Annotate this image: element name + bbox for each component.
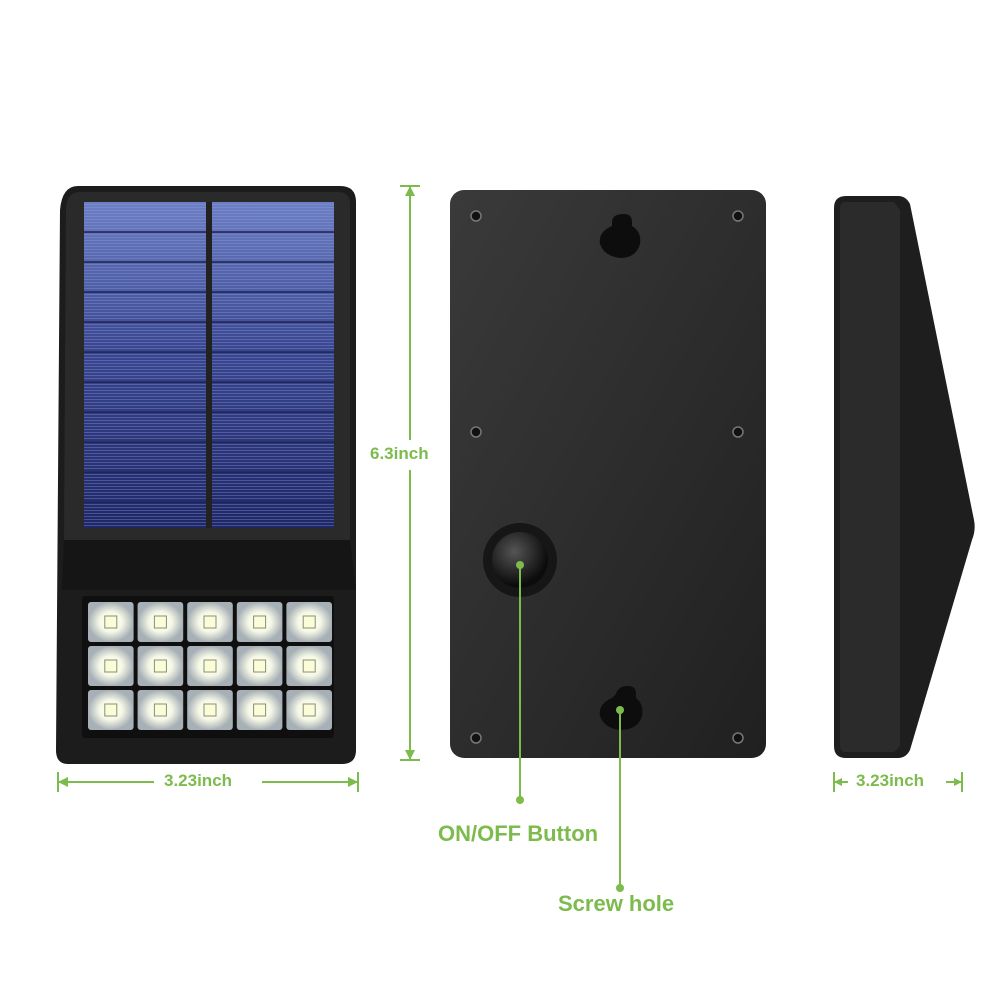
back-housing xyxy=(450,190,766,758)
height-label: 6.3inch xyxy=(370,444,429,463)
button-callout xyxy=(516,561,524,804)
led-cell xyxy=(187,690,233,730)
keyhole-top xyxy=(599,214,641,258)
screw-hole-label: Screw hole xyxy=(558,891,675,916)
led-cell xyxy=(286,602,332,642)
front-width-label: 3.23inch xyxy=(164,771,233,790)
height-dimension xyxy=(400,185,420,761)
front-view xyxy=(56,186,356,764)
led-cell xyxy=(187,646,233,686)
led-cell xyxy=(137,690,184,730)
led-cell xyxy=(187,602,233,642)
led-cell xyxy=(88,646,134,686)
front-width-dimension xyxy=(57,772,359,792)
on-off-button-label: ON/OFF Button xyxy=(438,821,599,846)
led-cell xyxy=(137,646,184,686)
side-width-dimension xyxy=(833,772,963,792)
back-view xyxy=(450,190,766,758)
led-cell xyxy=(236,646,283,686)
solar-center-bar xyxy=(206,202,212,528)
led-cell xyxy=(137,602,184,642)
led-cell xyxy=(236,690,283,730)
on-off-button[interactable] xyxy=(492,532,548,588)
led-cell xyxy=(286,646,332,686)
side-view xyxy=(834,196,975,758)
side-width-label: 3.23inch xyxy=(856,771,925,790)
led-cell xyxy=(236,602,283,642)
led-grid xyxy=(88,602,332,730)
led-cell xyxy=(88,690,134,730)
side-housing-shade xyxy=(840,202,900,752)
screw-hole-callout xyxy=(616,706,624,892)
front-slope xyxy=(62,540,356,590)
mounting-holes xyxy=(470,210,744,744)
led-cell xyxy=(88,602,134,642)
led-cell xyxy=(286,690,332,730)
